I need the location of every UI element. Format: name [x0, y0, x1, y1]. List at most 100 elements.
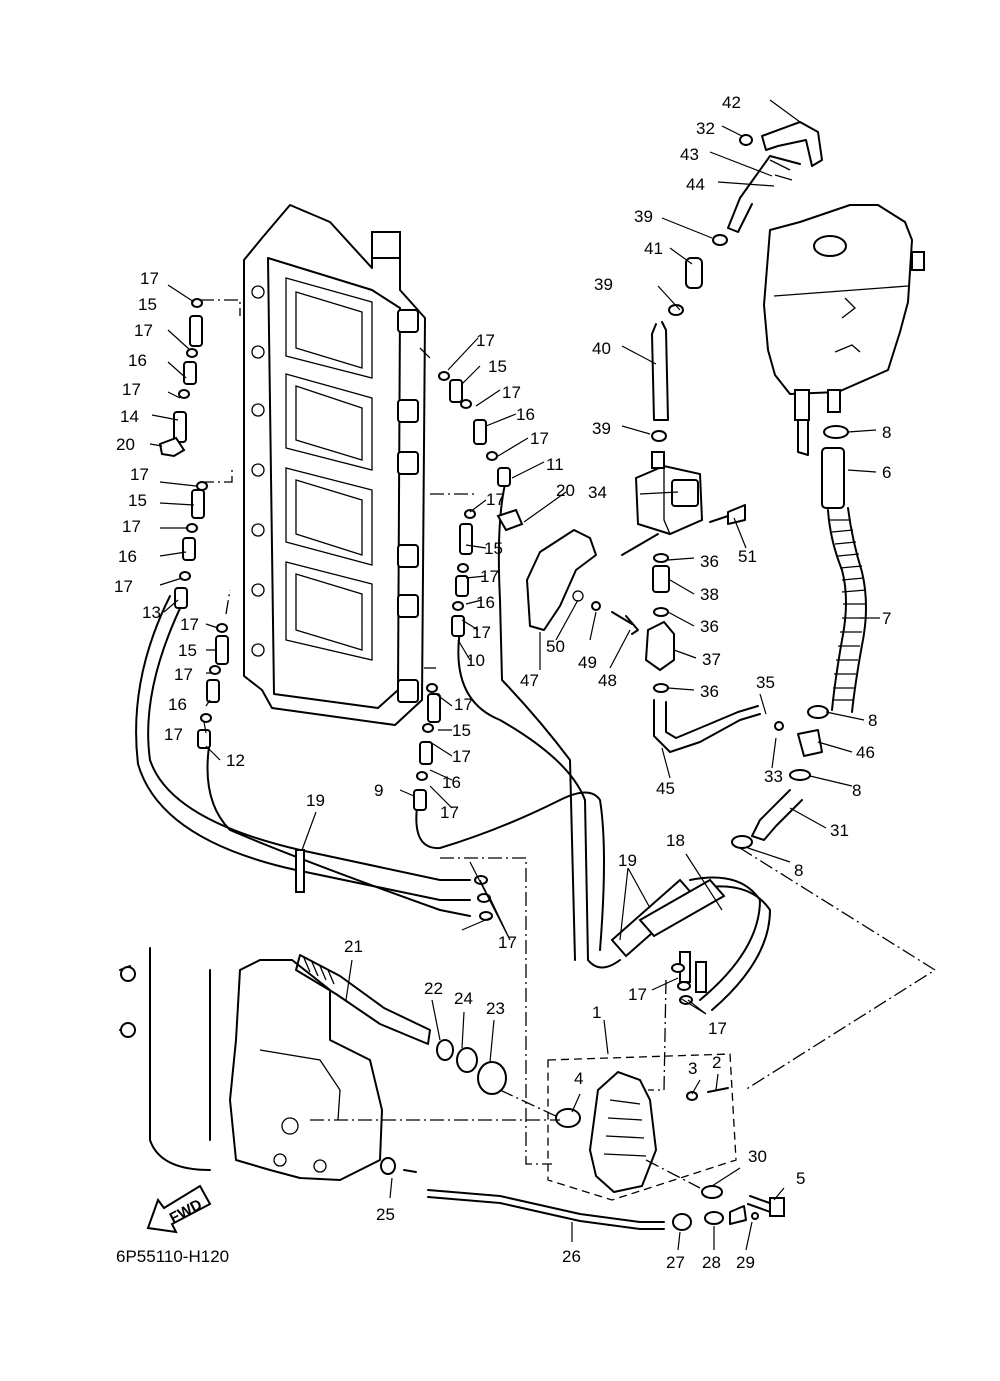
callout-4: 4 [574, 1069, 583, 1088]
callout-50: 50 [546, 637, 565, 656]
callout-22: 22 [424, 979, 443, 998]
callout-32: 32 [696, 119, 715, 138]
callout-39a: 39 [634, 207, 653, 226]
callout-10: 10 [466, 651, 485, 670]
callout-17t: 17 [628, 985, 647, 1004]
callout-19b: 19 [618, 851, 637, 870]
callout-48: 48 [598, 671, 617, 690]
callout-8c: 8 [852, 781, 861, 800]
callout-46: 46 [856, 743, 875, 762]
callout-37: 37 [702, 650, 721, 669]
callout-1: 1 [592, 1003, 601, 1022]
drive-shaft-gear [295, 954, 665, 1230]
callout-30: 30 [748, 1147, 767, 1166]
callout-33: 33 [764, 767, 783, 786]
callout-14: 14 [120, 407, 139, 426]
callout-20b: 20 [556, 481, 575, 500]
callout-44: 44 [686, 175, 705, 194]
callout-6: 6 [882, 463, 891, 482]
callout-36a: 36 [700, 552, 719, 571]
callout-17q: 17 [452, 747, 471, 766]
callout-17n: 17 [480, 567, 499, 586]
hose-clips [158, 298, 693, 1005]
oil-pump-solenoid [621, 451, 761, 753]
vent-hose-assembly [651, 121, 823, 442]
callout-38: 38 [700, 585, 719, 604]
callout-34: 34 [588, 483, 607, 502]
connection-lines [200, 299, 937, 1189]
callout-numbers: 42 32 43 44 39 41 39 40 39 34 51 36 38 3… [114, 93, 891, 1272]
callout-17l: 17 [530, 429, 549, 448]
callout-17u: 17 [708, 1019, 727, 1038]
callout-28: 28 [702, 1253, 721, 1272]
callout-15d: 15 [488, 357, 507, 376]
callout-47: 47 [520, 671, 539, 690]
callout-16a: 16 [128, 351, 147, 370]
callout-17e: 17 [122, 517, 141, 536]
callout-18: 18 [666, 831, 685, 850]
callout-15c: 15 [178, 641, 197, 660]
callout-41: 41 [644, 239, 663, 258]
lower-casing [119, 947, 383, 1181]
cylinder-block [243, 204, 426, 726]
callout-8d: 8 [794, 861, 803, 880]
oil-tank [763, 204, 925, 456]
callout-25: 25 [376, 1205, 395, 1224]
fwd-direction-arrow: FWD [146, 1184, 212, 1234]
callout-8b: 8 [868, 711, 877, 730]
bracket [526, 529, 639, 635]
callout-13: 13 [142, 603, 161, 622]
callout-42: 42 [722, 93, 741, 112]
callout-17p: 17 [454, 695, 473, 714]
callout-27: 27 [666, 1253, 685, 1272]
callout-5: 5 [796, 1169, 805, 1188]
oil-feed-hose [731, 425, 867, 849]
callout-15e: 15 [484, 539, 503, 558]
drawing-code: 6P55110-H120 [116, 1247, 229, 1266]
callout-8a: 8 [882, 423, 891, 442]
oil-pump [547, 1053, 785, 1231]
callout-24: 24 [454, 989, 473, 1008]
callout-20a: 20 [116, 435, 135, 454]
callout-17g: 17 [180, 615, 199, 634]
callout-39c: 39 [592, 419, 611, 438]
callout-17a: 17 [140, 269, 159, 288]
callout-16d: 16 [516, 405, 535, 424]
callout-9: 9 [374, 781, 383, 800]
callout-40: 40 [592, 339, 611, 358]
callout-17f: 17 [114, 577, 133, 596]
callout-17m: 17 [486, 490, 505, 509]
callout-15a: 15 [138, 295, 157, 314]
callout-17o: 17 [472, 623, 491, 642]
callout-17d: 17 [130, 465, 149, 484]
leader-lines [149, 99, 880, 1251]
callout-31: 31 [830, 821, 849, 840]
callout-16e: 16 [476, 593, 495, 612]
oil-delivery-hoses [135, 479, 771, 1011]
callout-16c: 16 [168, 695, 187, 714]
callout-3: 3 [688, 1059, 697, 1078]
callout-36c: 36 [700, 682, 719, 701]
callout-17s: 17 [498, 933, 517, 952]
callout-39b: 39 [594, 275, 613, 294]
callout-11: 11 [546, 455, 564, 474]
callout-49: 49 [578, 653, 597, 672]
callout-15f: 15 [452, 721, 471, 740]
callout-23: 23 [486, 999, 505, 1018]
callout-43: 43 [680, 145, 699, 164]
callout-17j: 17 [476, 331, 495, 350]
callout-17r: 17 [440, 803, 459, 822]
callout-35: 35 [756, 673, 775, 692]
callout-51: 51 [738, 547, 757, 566]
callout-15b: 15 [128, 491, 147, 510]
callout-29: 29 [736, 1253, 755, 1272]
callout-19a: 19 [306, 791, 325, 810]
callout-45: 45 [656, 779, 675, 798]
callout-17k: 17 [502, 383, 521, 402]
callout-36b: 36 [700, 617, 719, 636]
callout-16f: 16 [442, 773, 461, 792]
callout-17h: 17 [174, 665, 193, 684]
callout-2: 2 [712, 1053, 721, 1072]
callout-17b: 17 [134, 321, 153, 340]
callout-21: 21 [344, 937, 363, 956]
